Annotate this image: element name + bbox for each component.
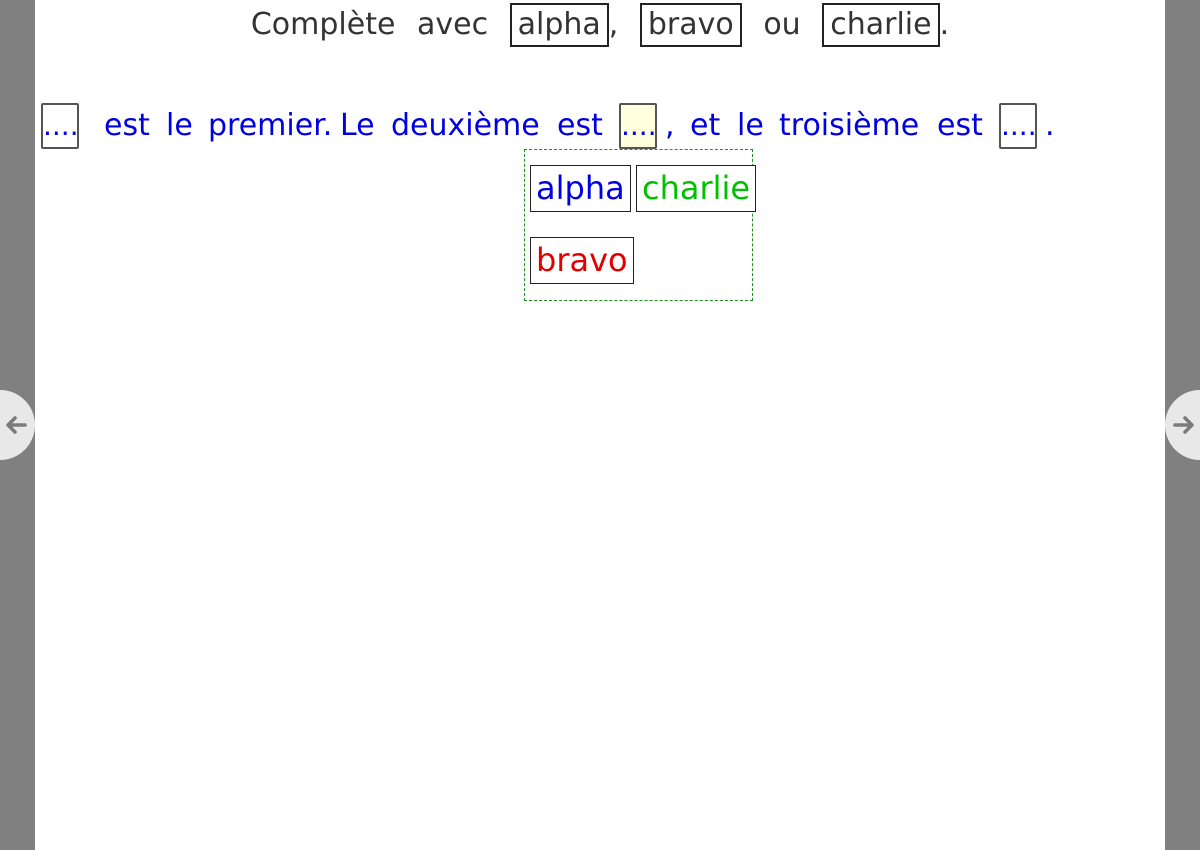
sentence-word: premier.	[208, 108, 333, 143]
exercise-page: Complète avec alpha, bravo ou charlie. .…	[35, 0, 1165, 850]
instruction-word: Complète	[250, 6, 396, 42]
sentence-word: est	[104, 108, 150, 143]
arrow-left-icon	[6, 416, 27, 434]
sentence-word: est	[557, 108, 603, 143]
next-page-button[interactable]	[1165, 390, 1200, 460]
blank-2[interactable]: ....	[619, 103, 657, 149]
sentence-word: troisième	[779, 108, 920, 143]
choice-charlie[interactable]: charlie	[636, 165, 757, 212]
instruction-word: avec	[416, 6, 489, 42]
blank-1[interactable]: ....	[41, 103, 79, 149]
instruction-word: ou	[763, 6, 801, 42]
sentence-word: ,	[665, 108, 675, 143]
sentence-word: le	[166, 108, 193, 143]
option-chip-bravo: bravo	[639, 3, 742, 47]
sentence-word: .	[1045, 108, 1055, 143]
choice-bravo[interactable]: bravo	[530, 237, 634, 284]
option-chip-alpha: alpha	[509, 3, 609, 47]
sentence-word: deuxième	[391, 108, 540, 143]
sentence-word: et	[690, 108, 721, 143]
choice-dropdown: alpha charlie bravo	[524, 149, 757, 301]
instruction-separator: ,	[608, 6, 619, 42]
sentence-word: le	[737, 108, 764, 143]
option-chip-charlie: charlie	[822, 3, 940, 47]
blank-3[interactable]: ....	[999, 103, 1037, 149]
sentence-word: Le	[340, 108, 375, 143]
previous-page-button[interactable]	[0, 390, 35, 460]
arrow-right-icon	[1173, 416, 1194, 434]
instruction-line: Complète avec alpha, bravo ou charlie.	[35, 3, 1165, 47]
choice-alpha[interactable]: alpha	[530, 165, 631, 212]
instruction-period: .	[939, 6, 950, 42]
sentence-word: est	[937, 108, 983, 143]
